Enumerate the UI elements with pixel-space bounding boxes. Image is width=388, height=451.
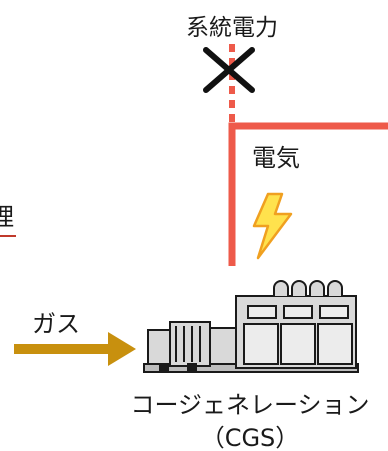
x-mark-icon: [203, 47, 255, 93]
electricity-line: [228, 122, 388, 266]
cgs-name-label: コージェネレーション: [130, 391, 369, 419]
gas-arrow: [14, 332, 136, 366]
electricity-label: 電気: [252, 144, 300, 172]
grid-power-label: 系統電力: [186, 15, 278, 41]
generator-icon: [143, 280, 359, 373]
gas-label: ガス: [32, 310, 80, 338]
cgs-abbrev-label: （CGS）: [201, 424, 300, 451]
cutoff-text: 理: [0, 203, 14, 231]
lightning-icon: [252, 192, 293, 260]
